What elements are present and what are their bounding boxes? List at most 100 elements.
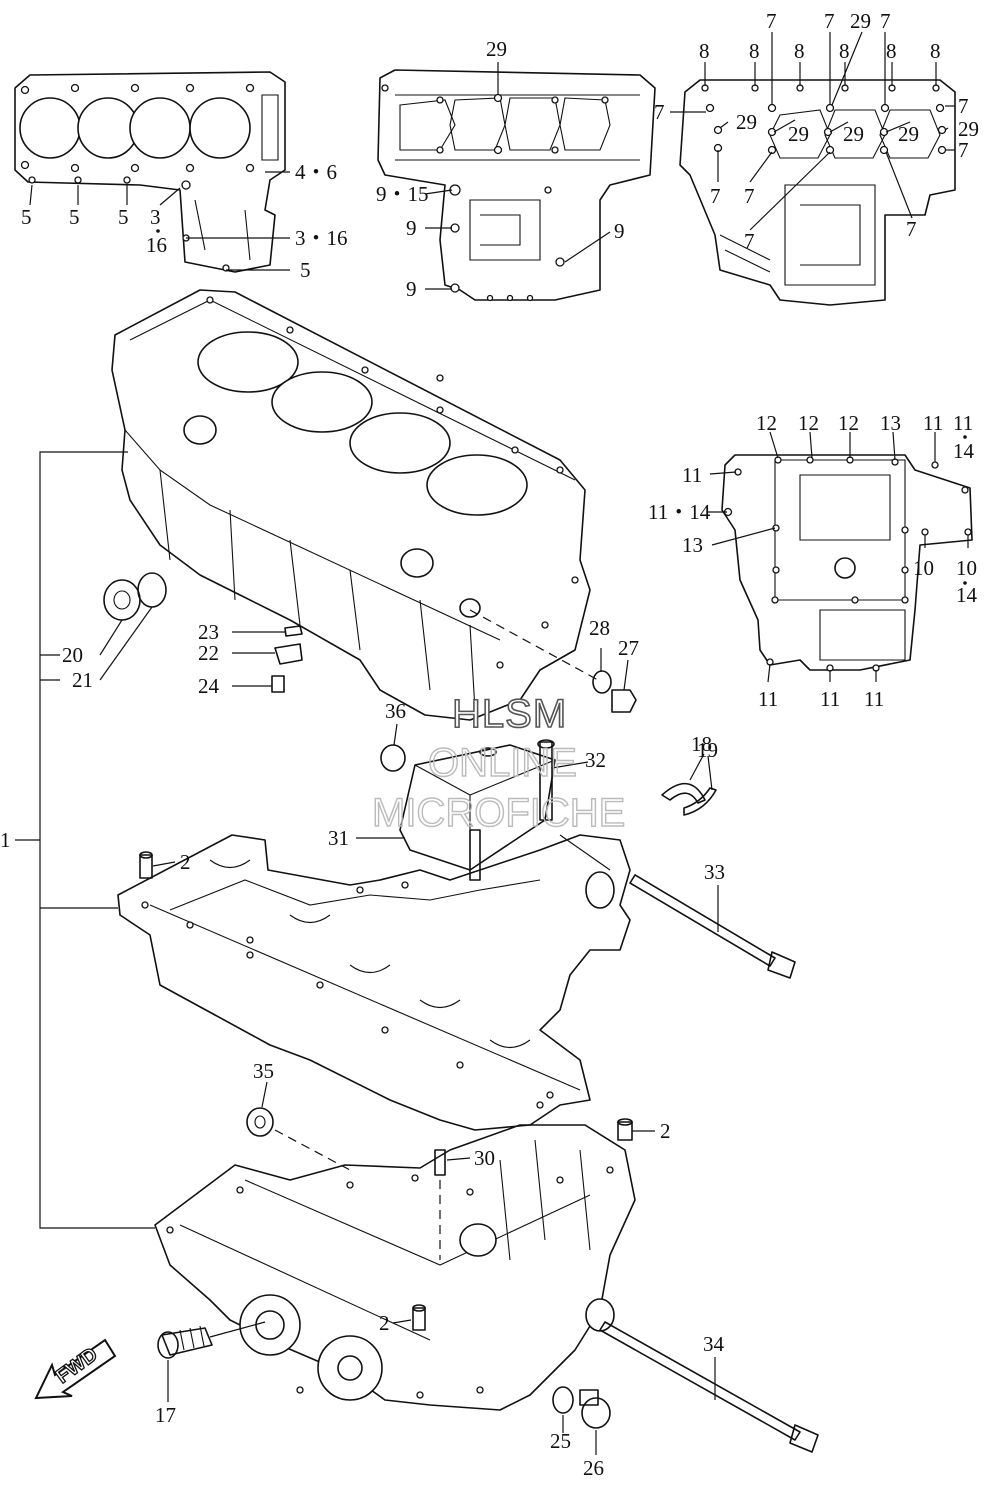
bolt-part-33 (629, 874, 796, 979)
callout-7: 7 (824, 9, 835, 33)
callout-12: 12 (838, 411, 859, 435)
callout-17: 17 (155, 1403, 176, 1427)
lower-crankcase (154, 1124, 636, 1411)
clip-parts-22-24 (271, 625, 303, 693)
callout-30: 30 (474, 1146, 495, 1170)
callout-31: 31 (328, 826, 349, 850)
oil-cover-block-part-31 (399, 744, 556, 881)
washer-part-25 (552, 1386, 574, 1414)
callout-22: 22 (198, 641, 219, 665)
callout-7: 7 (880, 9, 891, 33)
callout-8: 8 (839, 39, 850, 63)
dowel-pin-part-2-a (139, 851, 153, 879)
callout-labels: 4・6 5 5 5 3 16 3・16 5 29 9・15 9 9 9 7 7 … (0, 9, 979, 1480)
callout-29: 29 (958, 117, 979, 141)
callout-9: 9 (406, 216, 417, 240)
callout-11: 11 (682, 463, 702, 487)
callout-7: 7 (710, 184, 721, 208)
callout-14: 14 (956, 583, 978, 607)
dot-marker (963, 581, 967, 585)
callout-5: 5 (69, 205, 80, 229)
watermark-line-1: HLSM (452, 692, 567, 736)
callout-28: 28 (589, 616, 610, 640)
callout-11: 11 (820, 687, 840, 711)
callout-11-14: 11・14 (648, 500, 711, 524)
fwd-arrow-icon: FWD (34, 1338, 117, 1400)
callout-33: 33 (704, 860, 725, 884)
callout-27: 27 (618, 636, 639, 660)
watermark-line-2: ONLINE (428, 741, 577, 785)
callout-13: 13 (880, 411, 901, 435)
assembly-bracket-part-1 (15, 451, 155, 1229)
callout-9: 9 (406, 277, 417, 301)
callout-29: 29 (486, 37, 507, 61)
inset-lower-case-bolt-pattern (721, 454, 973, 672)
callout-34: 34 (703, 1332, 725, 1356)
callout-2: 2 (660, 1119, 671, 1143)
callout-18: 18 (691, 732, 712, 756)
callout-16: 16 (146, 233, 167, 257)
callout-20: 20 (62, 643, 83, 667)
callout-35: 35 (253, 1059, 274, 1083)
watermark-line-3: MICROFICHE (372, 791, 625, 835)
bolt-part-32 (537, 739, 555, 821)
drain-plug-part-26 (579, 1389, 611, 1429)
bolt-part-34 (599, 1321, 819, 1453)
bolt-part-27 (611, 689, 637, 713)
callout-1: 1 (0, 828, 11, 852)
callout-7: 7 (958, 94, 969, 118)
callout-29: 29 (736, 110, 757, 134)
callout-5: 5 (21, 205, 32, 229)
callout-8: 8 (930, 39, 941, 63)
callout-7: 7 (654, 100, 665, 124)
callout-11: 11 (953, 411, 973, 435)
callout-8: 8 (794, 39, 805, 63)
callout-12: 12 (756, 411, 777, 435)
callout-36: 36 (385, 699, 406, 723)
thrust-washer-part-18 (661, 782, 706, 804)
callout-8: 8 (749, 39, 760, 63)
callout-29: 29 (898, 122, 919, 146)
callout-5: 5 (300, 258, 311, 282)
callout-7: 7 (906, 217, 917, 241)
callout-23: 23 (198, 620, 219, 644)
dot-marker (156, 229, 160, 233)
nut-part-36 (380, 744, 406, 772)
callout-8: 8 (886, 39, 897, 63)
union-bolt-part-17 (157, 1325, 213, 1359)
callout-13: 13 (682, 533, 703, 557)
callout-5: 5 (118, 205, 129, 229)
callout-9: 9 (614, 219, 625, 243)
stud-part-30 (434, 1149, 446, 1176)
callout-11: 11 (758, 687, 778, 711)
middle-crankcase (117, 834, 631, 1131)
thrust-washer-part-19 (683, 787, 717, 816)
callout-14: 14 (953, 439, 975, 463)
nut-part-35 (246, 1107, 274, 1137)
upper-crankcase (111, 289, 591, 721)
callout-7: 7 (766, 9, 777, 33)
callout-4-6: 4・6 (295, 160, 337, 184)
callout-32: 32 (585, 748, 606, 772)
pipe-part-fitting (479, 747, 497, 757)
callout-3-16: 3・16 (295, 226, 348, 250)
callout-11: 11 (864, 687, 884, 711)
callout-29: 29 (788, 122, 809, 146)
callout-10: 10 (913, 556, 934, 580)
callout-7: 7 (744, 229, 755, 253)
callout-2: 2 (379, 1311, 390, 1335)
dowel-pin-part-2-c (412, 1304, 426, 1331)
callout-24: 24 (198, 674, 220, 698)
callout-7: 7 (744, 184, 755, 208)
dowel-pin-part-2-b (617, 1118, 633, 1141)
watermark: HLSM ONLINE MICROFICHE (371, 691, 626, 836)
callout-3: 3 (150, 205, 161, 229)
callout-9-15: 9・15 (376, 182, 429, 206)
o-ring-part-21 (137, 572, 167, 608)
inset-case-bolt-pattern-right (679, 79, 956, 306)
callout-29: 29 (850, 9, 871, 33)
leader-lines (29, 31, 969, 1455)
callout-2: 2 (180, 850, 191, 874)
callout-25: 25 (550, 1429, 571, 1453)
